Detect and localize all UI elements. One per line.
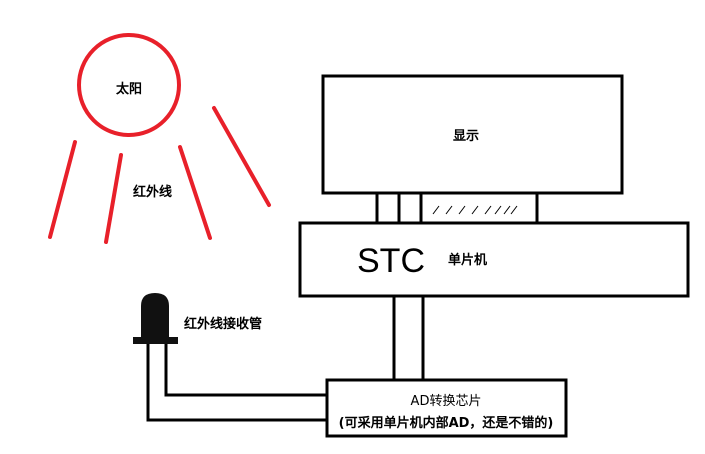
infrared-ray: [212, 106, 271, 207]
mcu-module: STC 单片机: [298, 221, 690, 298]
display-module: 显示: [321, 74, 624, 195]
adc-module: AD转换芯片 (可采用单片机内部AD，还是不错的): [325, 378, 568, 438]
adc-note: (可采用单片机内部AD，还是不错的): [339, 415, 554, 431]
sun: 太阳: [77, 33, 181, 137]
receiver-leads: [146, 344, 327, 422]
adc-box: [325, 378, 568, 438]
sun-label: 太阳: [115, 81, 142, 97]
receiver-body: [141, 293, 169, 340]
mcu-adc-bus: [392, 296, 425, 380]
sun-circle: [77, 33, 181, 137]
mcu-box: [298, 221, 690, 298]
receiver-label: 红外线接收管: [184, 316, 262, 332]
infrared-ray: [178, 145, 212, 240]
infrared-receiver: 红外线接收管: [133, 293, 262, 344]
display-label: 显示: [453, 129, 479, 144]
mcu-label: 单片机: [448, 252, 487, 268]
infrared-ray: [104, 153, 123, 244]
infrared-rays: [48, 106, 271, 244]
adc-title: AD转换芯片: [411, 394, 482, 409]
receiver-base: [133, 337, 178, 344]
infrared-ray: [48, 140, 77, 239]
display-box: [321, 74, 624, 195]
mcu-brand: STC: [357, 242, 425, 280]
display-mcu-bus: [375, 193, 539, 223]
infrared-label: 红外线: [133, 184, 172, 200]
bus-hatch: [432, 205, 518, 215]
